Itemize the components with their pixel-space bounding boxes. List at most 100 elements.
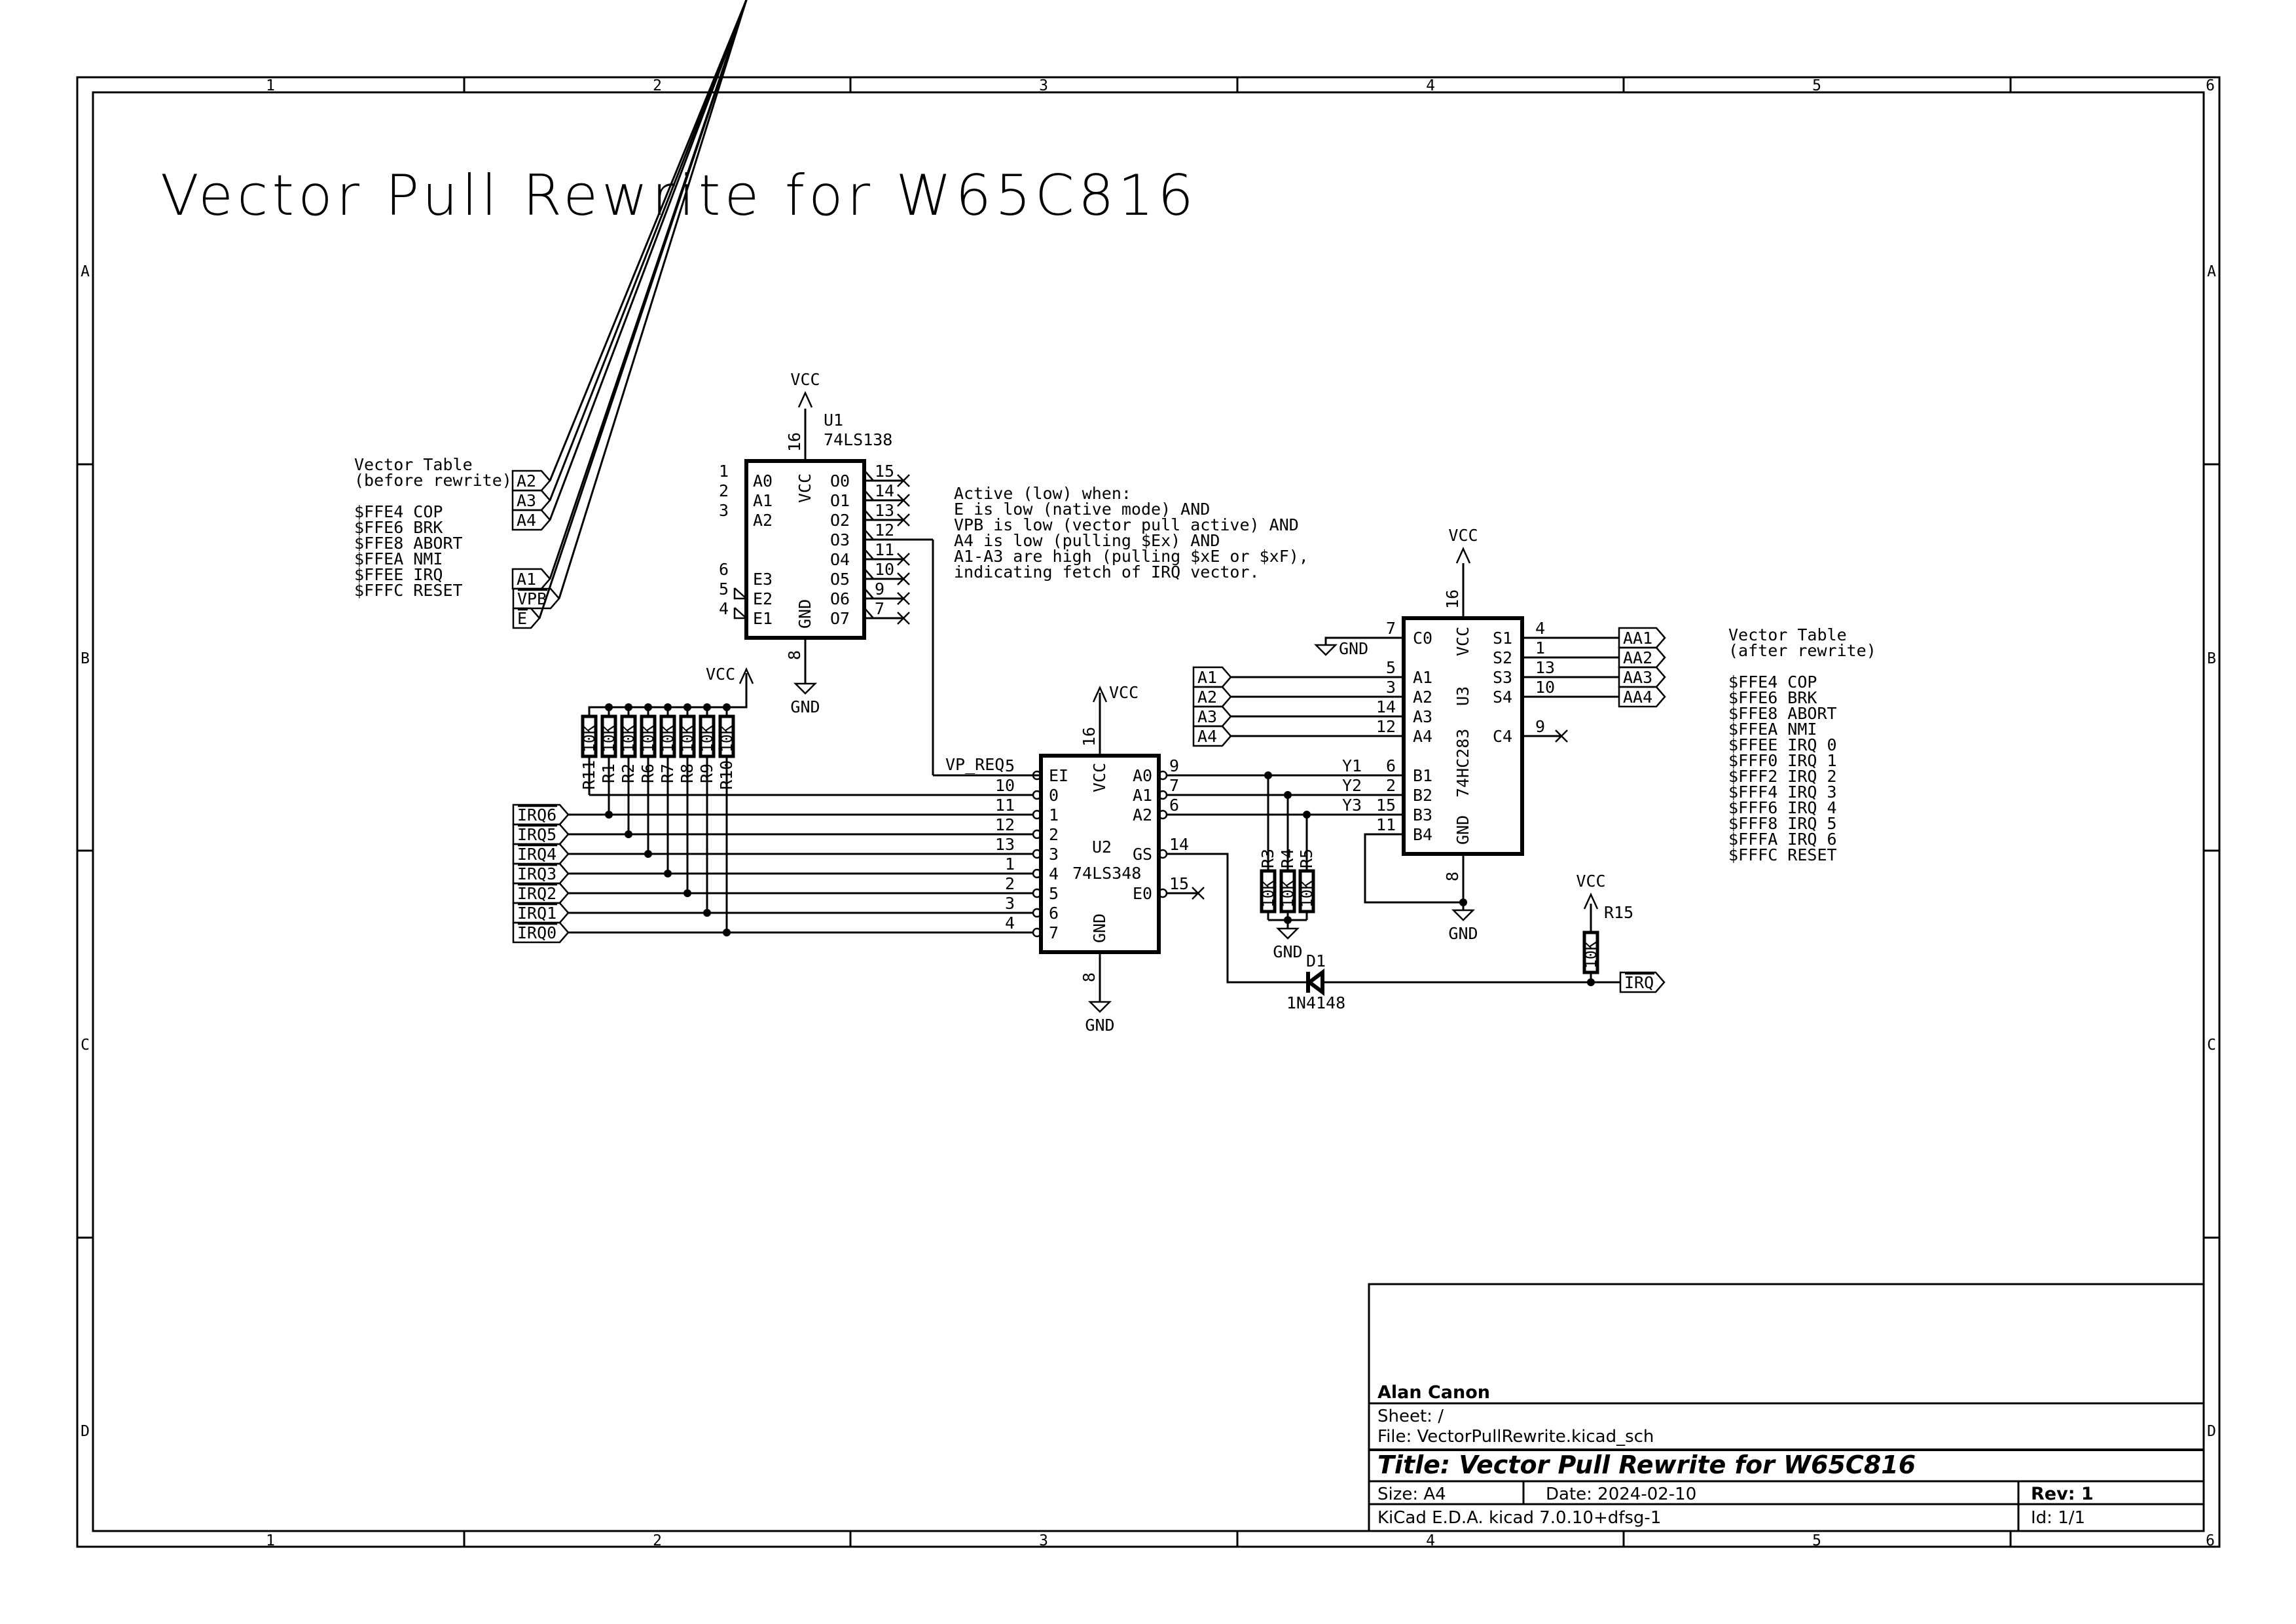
pin-number: 2	[1386, 776, 1396, 795]
title-block-id: Id: 1/1	[2031, 1508, 2085, 1528]
pin-number: 4	[1535, 619, 1545, 638]
pin-number: 14	[1169, 835, 1189, 854]
pin-name: VCC	[1453, 627, 1472, 656]
global-label-irq0	[512, 921, 570, 944]
u3-value: 74HC283	[1453, 729, 1472, 798]
note-line: VPB is low (vector pull active) AND	[954, 515, 1299, 534]
global-label-a1-text: A1	[517, 570, 536, 589]
diode-icon	[1306, 969, 1324, 996]
pin-number: 2	[719, 481, 729, 500]
pin-name: A0	[1133, 766, 1152, 785]
pin-number: 5	[719, 580, 729, 599]
global-label-a1	[511, 568, 551, 590]
wire	[549, 0, 748, 521]
pin-name: GS	[1133, 845, 1152, 864]
pin-name: E0	[1133, 884, 1152, 903]
resistor-r3-value: 10K	[1260, 880, 1277, 908]
pin-number: 10	[995, 776, 1015, 795]
global-label-irq5	[512, 823, 570, 845]
note-line: $FFF6 IRQ 4	[1728, 798, 1837, 817]
note-title-line: Vector Table	[354, 455, 473, 474]
pin-name: A2	[753, 511, 773, 530]
global-label-a4-text: A4	[1197, 727, 1217, 746]
power-label-vcc: VCC	[1576, 872, 1605, 891]
resistor-r2-value: 10K	[621, 725, 638, 752]
pin-name: O1	[830, 491, 850, 510]
global-label-a3	[1192, 705, 1232, 728]
pin-name: E2	[753, 589, 773, 608]
no-connect-icon	[897, 553, 910, 566]
note-line: $FFE4 COP	[354, 502, 443, 521]
global-label-a2	[1192, 686, 1232, 708]
pin-number: 5	[1386, 658, 1396, 677]
note-line: $FFE6 BRK	[1728, 688, 1817, 707]
power-label-vcc: VCC	[1109, 683, 1139, 702]
inverted-pin-bubble	[1032, 770, 1042, 781]
note-line: A1-A3 are high (pulling $xE or $xF),	[954, 547, 1309, 566]
pin-number: 14	[875, 481, 894, 500]
pin-name: 4	[1049, 864, 1059, 883]
pin-number: 9	[1535, 717, 1545, 736]
resistor-r8-value: 10K	[680, 725, 697, 752]
active-low-marker-icon	[734, 607, 747, 619]
u2-74ls348: 16VCCGNDU274LS34885EI1001111221331425364…	[995, 727, 1362, 982]
pin-number: 10	[1535, 678, 1555, 697]
pin-number: 16	[1443, 589, 1462, 609]
resistor-r11-value: 10K	[581, 725, 598, 752]
no-connect-icon	[897, 513, 910, 526]
pin-name: S2	[1493, 648, 1512, 667]
zone-column-label: 3	[1039, 77, 1048, 94]
active-low-marker-icon	[733, 608, 746, 619]
vector-table-after: Vector Table (after rewrite) $FFE4 COP$F…	[1728, 625, 1876, 864]
pin-name: 5	[1049, 884, 1059, 903]
pin-number: 12	[875, 521, 894, 540]
no-connect-icon	[897, 592, 910, 605]
note-line: indicating fetch of IRQ vector.	[954, 563, 1260, 581]
power-label-vcc: VCC	[706, 665, 735, 684]
global-label-irq0-text: IRQ0	[517, 923, 556, 942]
net-label-y3: Y3	[1342, 796, 1362, 815]
ground-icon	[1451, 909, 1476, 921]
global-label-irq6-text: IRQ6	[517, 805, 556, 824]
pin-number: 11	[875, 540, 894, 559]
global-label-aa1	[1618, 627, 1666, 649]
pin-name: B4	[1413, 825, 1432, 844]
global-label-a3-text: A3	[517, 491, 536, 510]
no-connect-icon	[897, 494, 910, 507]
net-label-y1: Y1	[1342, 756, 1362, 775]
wire	[549, 0, 748, 481]
pin-name: O7	[830, 609, 850, 628]
title-block-company: Alan Canon	[1377, 1382, 1490, 1403]
pin-name: A2	[1133, 805, 1152, 824]
pin-number: 12	[995, 815, 1015, 834]
note-line: $FFF2 IRQ 2	[1728, 767, 1837, 786]
active-low-marker-icon	[864, 587, 874, 599]
active-condition-note: Active (low) when: E is low (native mode…	[954, 484, 1309, 581]
zone-row-label: D	[81, 1423, 90, 1440]
note-title-line: (after rewrite)	[1728, 641, 1876, 660]
vcc-arrow-icon	[738, 667, 754, 684]
pin-name: GND	[1090, 913, 1109, 943]
net-label-y2: Y2	[1342, 776, 1362, 795]
global-label-irq-out-text: IRQ	[1624, 973, 1654, 992]
pin-name: 1	[1049, 805, 1059, 824]
active-low-marker-icon	[733, 588, 746, 600]
pin-name: 0	[1049, 786, 1059, 805]
junction-dot	[605, 811, 613, 819]
global-label-irq1	[512, 902, 570, 924]
global-label-irq5-text: IRQ5	[517, 825, 556, 844]
pin-number: 1	[1005, 855, 1015, 874]
pin-number: 7	[1386, 619, 1396, 638]
junction-dot	[703, 909, 711, 917]
pin-name: 6	[1049, 904, 1059, 923]
resistor-ref: R6	[638, 764, 657, 783]
resistor-r6-value: 10K	[640, 725, 657, 752]
pin-number: 11	[1376, 815, 1396, 834]
ground-icon	[1275, 927, 1300, 940]
power-label-gnd: GND	[790, 697, 820, 716]
inverted-pin-bubble	[1032, 927, 1042, 938]
pin-name: A4	[1413, 727, 1432, 746]
resistor-ref: R11	[579, 760, 598, 790]
resistor-ref: R1	[599, 764, 618, 783]
